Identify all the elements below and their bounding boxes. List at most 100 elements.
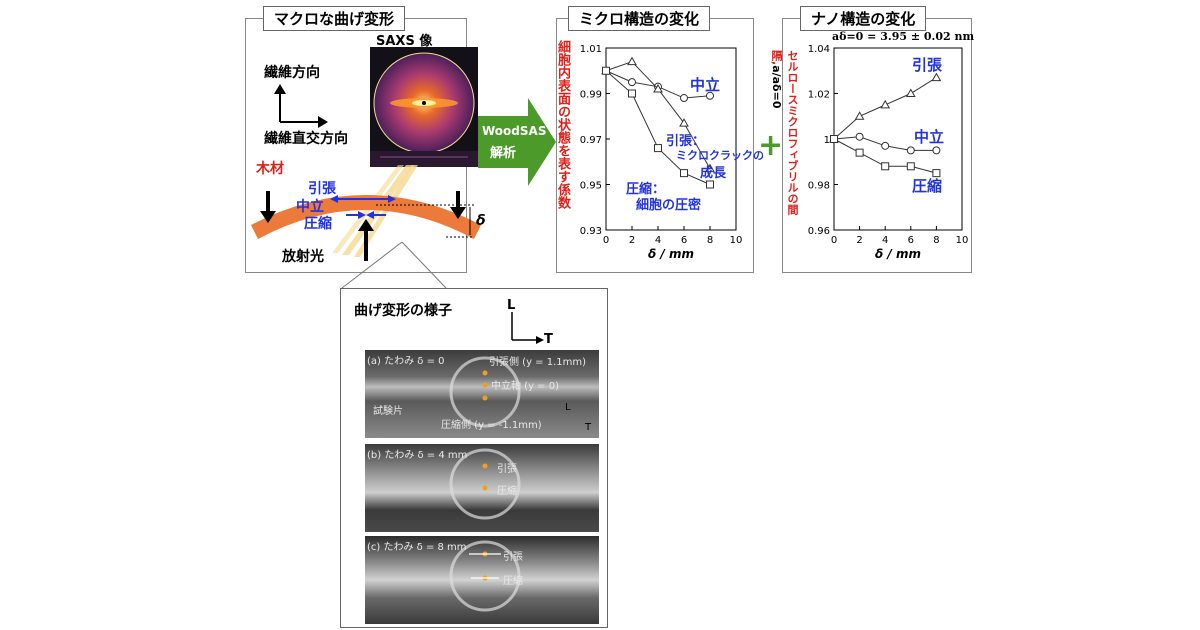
nano-ylabel-math: a/aδ=0: [770, 65, 783, 109]
micro-ann-tension-2: ミクロクラックの: [676, 149, 764, 162]
photo-c-compression: 圧縮: [503, 576, 523, 587]
micro-point-square: [680, 169, 688, 178]
callout-lines: [341, 241, 447, 289]
micro-ytick-label: 0.93: [580, 226, 602, 237]
micro-ann-comp-2: 細胞の圧密: [636, 198, 702, 213]
photo-b-tension: 引張: [497, 464, 517, 475]
photo-b-compression: 圧縮: [497, 486, 517, 497]
nano-ytick-label: 1.04: [808, 44, 830, 55]
nano-ylabel: セルロースミクロフィブリルの間隔,a/aδ=0: [770, 50, 800, 260]
nano-ytick-label: 1.02: [808, 90, 830, 101]
nano-xtick-label: 2: [856, 235, 862, 246]
micro-point-square: [654, 144, 662, 153]
nano-point-square: [881, 162, 890, 171]
nano-ytick-label: 0.98: [808, 181, 830, 192]
nano-ytick-label: 1: [824, 135, 830, 146]
nano-point-square: [906, 162, 915, 171]
photo-b-caption: (b) たわみ δ = 4 mm: [367, 450, 468, 461]
nano-point-circle: [881, 141, 890, 150]
micro-ann-comp-1: 圧縮：: [626, 182, 666, 197]
micro-ytick-label: 1.01: [580, 44, 602, 55]
photo-a-compression-side: 圧縮側 (y = -1.1mm): [441, 420, 542, 431]
saxs-pattern: [370, 47, 478, 167]
micro-xtick-label: 10: [730, 235, 743, 246]
plus-sign: +: [758, 128, 784, 163]
nano-point-triangle: [854, 111, 865, 120]
micro-point-square: [628, 89, 636, 98]
nano-ann-tension: 引張: [912, 56, 943, 74]
micro-xtick-label: 4: [655, 235, 661, 246]
axis-L: L: [507, 298, 516, 313]
photo-c-tension: 引張: [503, 552, 523, 563]
lt-axis: [511, 312, 544, 344]
micro-xtick-label: 2: [629, 235, 635, 246]
neutral-label: 中立: [296, 199, 324, 215]
photo-a-L: L: [565, 402, 571, 413]
fiber-direction-label: 繊維方向: [264, 65, 320, 81]
nano-ytick-label: 0.96: [808, 226, 830, 237]
micro-point-square: [602, 66, 610, 75]
fiber-perp-label: 繊維直交方向: [264, 131, 348, 147]
photo-a: (a) たわみ δ = 0 引張側 (y = 1.1mm) 中立軸 (y = 0…: [365, 350, 599, 438]
wood-beam: [251, 195, 481, 239]
photo-a-graphics: [449, 356, 521, 428]
photo-b-graphics: [449, 448, 521, 520]
photo-a-specimen: 試験片: [373, 406, 403, 417]
micro-xtick-label: 0: [603, 235, 609, 246]
photo-a-neutral-axis: 中立軸 (y = 0): [491, 381, 559, 392]
macro-title: マクロな曲げ変形: [263, 6, 406, 31]
axis-T: T: [544, 332, 553, 347]
woodsas-line1: WoodSAS: [482, 124, 547, 138]
nano-ann-comp: 圧縮: [912, 177, 943, 195]
nano-point-triangle: [880, 99, 891, 109]
nano-xlabel: δ / mm: [875, 247, 921, 261]
micro-point-circle: [680, 94, 688, 103]
photo-c-caption: (c) たわみ δ = 8 mm: [367, 542, 467, 553]
micro-xtick-label: 6: [681, 235, 687, 246]
micro-ann-tension-3: 成長: [700, 166, 727, 181]
nano-point-circle: [906, 146, 915, 155]
nano-xtick-label: 4: [882, 235, 888, 246]
saxs-image: [370, 47, 478, 167]
photo-c: (c) たわみ δ = 8 mm 引張 圧縮: [365, 536, 599, 624]
nano-point-circle: [855, 132, 864, 141]
nano-point-square: [830, 135, 838, 143]
direction-arrows: [274, 84, 328, 128]
tension-label: 引張: [308, 181, 336, 197]
micro-ytick-label: 0.99: [580, 90, 602, 101]
micro-ylabel: 細胞内表面の状態を表す係数: [555, 40, 572, 250]
nano-ylabel-text: セルロースミクロフィブリルの間隔,: [770, 50, 799, 215]
nano-header: aδ=0 = 3.95 ± 0.02 nm: [832, 30, 975, 43]
nano-point-circle: [932, 146, 941, 155]
nano-point-triangle: [905, 88, 916, 97]
micro-point-triangle: [705, 163, 715, 173]
photo-a-caption: (a) たわみ δ = 0: [367, 356, 445, 367]
photo-c-graphics: [449, 540, 521, 612]
micro-ytick-label: 0.95: [580, 181, 602, 192]
photo-a-T: T: [585, 422, 592, 433]
micro-point-triangle: [627, 56, 637, 66]
micro-xlabel: δ / mm: [648, 247, 694, 261]
micro-point-square: [706, 180, 714, 189]
micro-point-circle: [706, 91, 714, 100]
nano-xtick-label: 6: [908, 235, 914, 246]
micro-point-triangle: [653, 83, 663, 93]
delta-label: δ: [476, 213, 486, 229]
nano-ann-neutral: 中立: [914, 128, 945, 146]
micro-ylabel-text: 細胞内表面の状態を表す係数: [555, 40, 570, 209]
woodsas-line2: 解析: [490, 146, 517, 161]
woodsas-arrow: [478, 98, 556, 186]
bending-beam-diagram: [251, 165, 481, 261]
nano-xtick-label: 8: [933, 235, 939, 246]
micro-ann-neutral: 中立: [690, 76, 721, 94]
nano-point-square: [932, 169, 941, 178]
photo-a-tension-side: 引張側 (y = 1.1mm): [489, 357, 587, 368]
nano-title: ナノ構造の変化: [800, 6, 927, 31]
micro-point-triangle: [679, 118, 689, 127]
micro-ann-tension-1: 引張：: [666, 134, 706, 149]
nano-xtick-label: 10: [956, 235, 969, 246]
micro-xtick-label: 8: [707, 235, 713, 246]
photo-b: (b) たわみ δ = 4 mm 引張 圧縮: [365, 444, 599, 532]
